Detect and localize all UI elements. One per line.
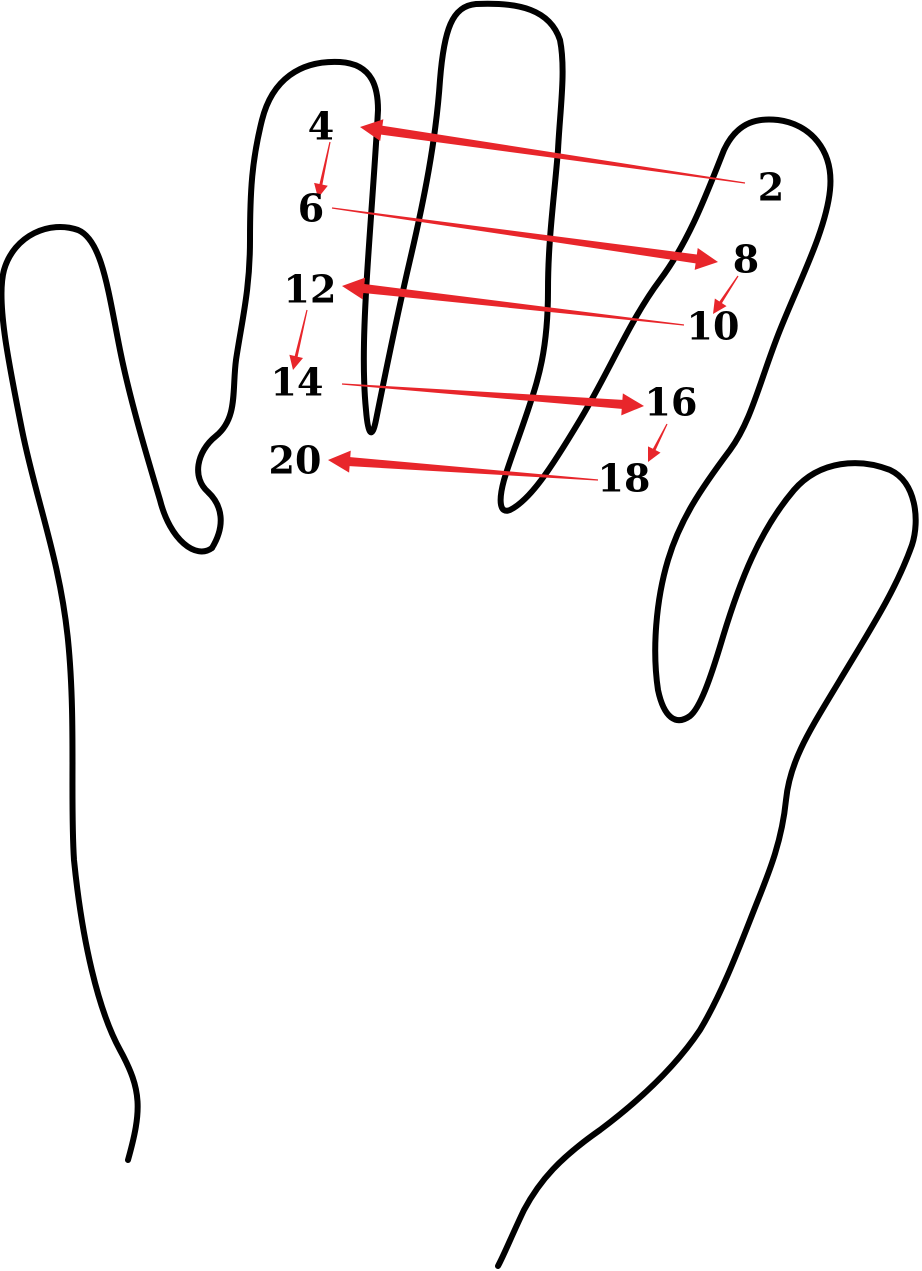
arrow-10-to-12 (342, 277, 685, 326)
point-label-12: 12 (284, 267, 337, 312)
point-label-8: 8 (733, 237, 759, 282)
point-label-10: 10 (687, 304, 740, 349)
point-label-2: 2 (758, 165, 784, 210)
arrow-18-to-20 (328, 450, 599, 481)
arrow-layer (289, 119, 746, 481)
arrow-6-to-8 (331, 207, 718, 270)
arrow-12-to-14 (289, 309, 308, 370)
point-label-14: 14 (271, 360, 324, 405)
arrow-14-to-16 (341, 383, 644, 416)
point-label-6: 6 (298, 186, 324, 231)
arrow-2-to-4 (360, 119, 746, 184)
arrow-16-to-18 (648, 423, 668, 462)
arrow-4-to-6 (314, 141, 331, 198)
point-label-4: 4 (308, 104, 334, 149)
index-finger-outline (195, 0, 919, 1269)
thumb-outline (0, 223, 215, 1163)
label-layer: 2 4 6 8 10 12 14 16 18 20 (269, 104, 785, 501)
point-label-20: 20 (269, 438, 322, 483)
point-label-16: 16 (645, 380, 698, 425)
point-label-18: 18 (598, 456, 651, 501)
arrow-8-to-10 (713, 275, 739, 314)
